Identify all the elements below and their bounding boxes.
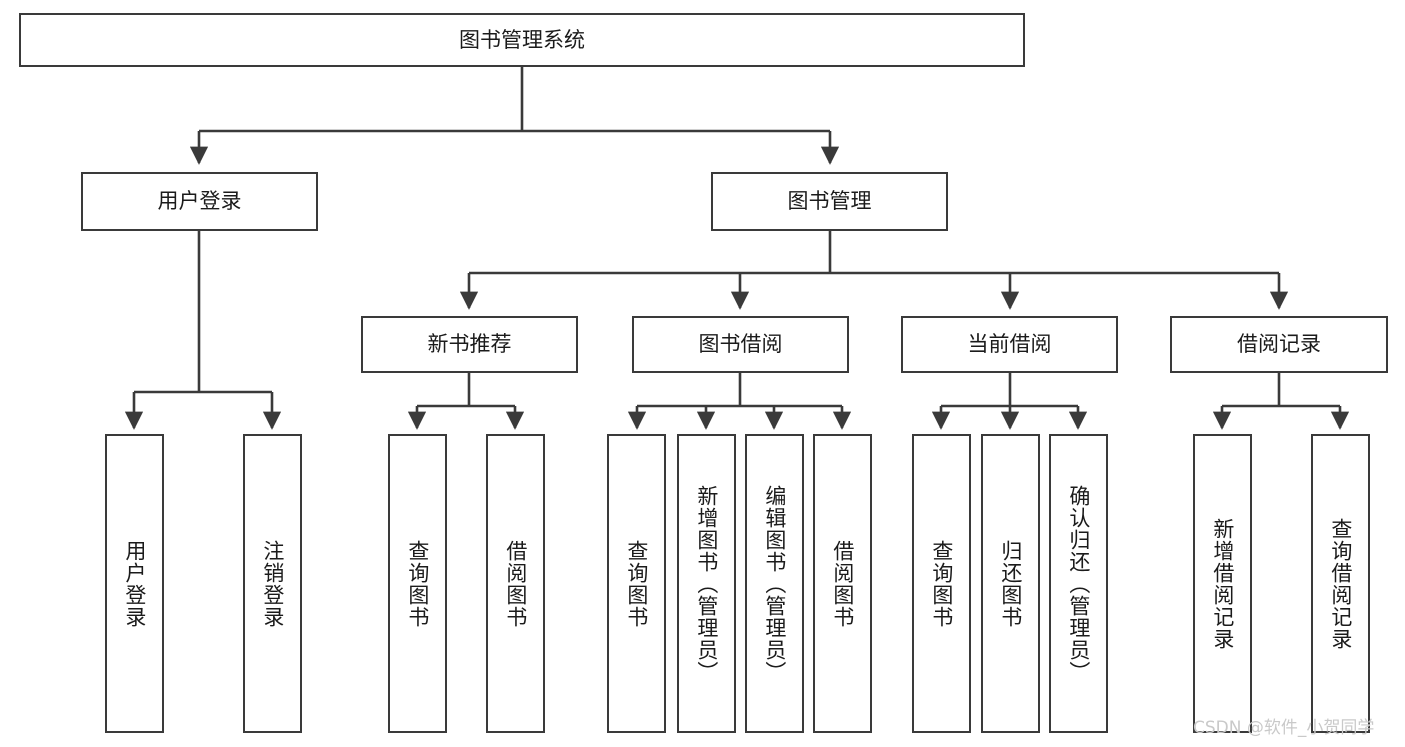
node-label: 借阅图书 [503, 539, 528, 628]
leaf-logout[interactable]: 注销登录 [243, 434, 302, 733]
leaf-new-book-query[interactable]: 查询图书 [388, 434, 447, 733]
node-label: 新书推荐 [427, 332, 512, 357]
node-label: 用户登录 [122, 539, 147, 628]
node-borrow-record[interactable]: 借阅记录 [1170, 316, 1388, 373]
node-current-borrow[interactable]: 当前借阅 [901, 316, 1118, 373]
node-label: 查询图书 [624, 539, 649, 628]
leaf-borrow-query-book[interactable]: 查询图书 [607, 434, 666, 733]
node-user-login[interactable]: 用户登录 [81, 172, 318, 231]
node-book-management[interactable]: 图书管理 [711, 172, 948, 231]
node-label: 编辑图书（管理员） [762, 484, 787, 683]
node-label: 借阅记录 [1237, 332, 1321, 357]
node-book-borrow[interactable]: 图书借阅 [632, 316, 849, 373]
leaf-borrow-borrow-book[interactable]: 借阅图书 [813, 434, 872, 733]
node-label: 注销登录 [260, 539, 285, 628]
node-label: 查询图书 [929, 539, 954, 628]
leaf-current-confirm-return[interactable]: 确认归还（管理员） [1049, 434, 1108, 733]
node-label: 当前借阅 [967, 332, 1052, 357]
leaf-new-book-borrow[interactable]: 借阅图书 [486, 434, 545, 733]
leaf-current-return-book[interactable]: 归还图书 [981, 434, 1040, 733]
node-label: 图书管理系统 [459, 27, 585, 52]
node-label: 查询图书 [405, 539, 430, 628]
leaf-record-query[interactable]: 查询借阅记录 [1311, 434, 1370, 733]
node-label: 查询借阅记录 [1328, 517, 1353, 650]
node-label: 新增借阅记录 [1210, 517, 1235, 650]
node-label: 归还图书 [998, 539, 1023, 628]
leaf-user-login[interactable]: 用户登录 [105, 434, 164, 733]
watermark-label: CSDN @软件_小贺同学 [1193, 718, 1375, 738]
node-label: 确认归还（管理员） [1066, 484, 1091, 683]
leaf-borrow-edit-book[interactable]: 编辑图书（管理员） [745, 434, 804, 733]
node-root-system[interactable]: 图书管理系统 [19, 13, 1025, 67]
node-label: 图书借阅 [698, 332, 783, 357]
leaf-record-add[interactable]: 新增借阅记录 [1193, 434, 1252, 733]
leaf-current-query-book[interactable]: 查询图书 [912, 434, 971, 733]
node-label: 新增图书（管理员） [694, 484, 719, 683]
node-label: 借阅图书 [830, 539, 855, 628]
node-label: 图书管理 [787, 189, 872, 214]
node-new-book-recommend[interactable]: 新书推荐 [361, 316, 578, 373]
node-label: 用户登录 [157, 189, 242, 214]
leaf-borrow-add-book[interactable]: 新增图书（管理员） [677, 434, 736, 733]
